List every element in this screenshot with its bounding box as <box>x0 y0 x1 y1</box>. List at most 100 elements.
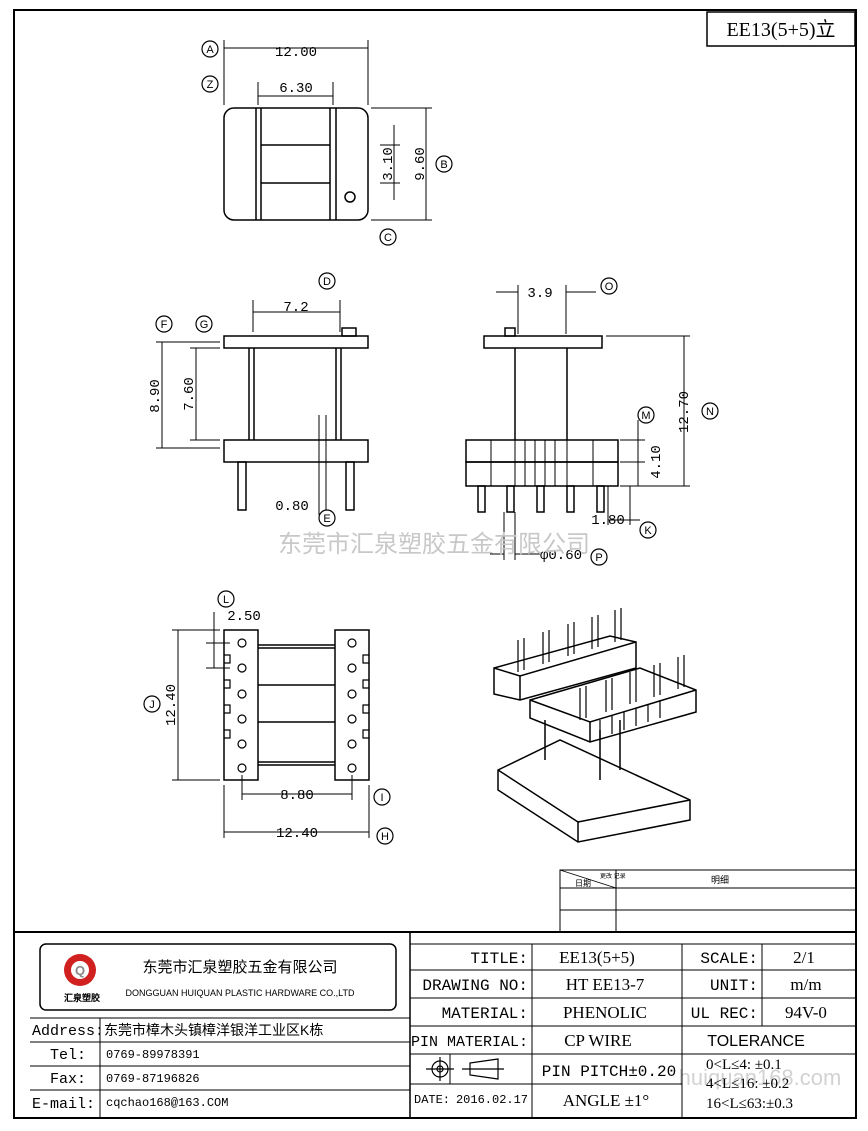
title-label: TITLE: <box>470 950 528 968</box>
drawing-no-value: HT EE13-7 <box>566 975 645 994</box>
logo-text: 汇泉塑胶 <box>64 992 100 1003</box>
dim-l: 2.50 <box>227 609 261 625</box>
marker-label-j: J <box>149 699 155 711</box>
dim-m: 4.10 <box>649 445 665 479</box>
ul-label: UL REC: <box>691 1005 758 1023</box>
dim-g: 7.60 <box>182 377 198 411</box>
unit-value: m/m <box>790 975 821 994</box>
tolerance-label: TOLERANCE <box>707 1033 805 1050</box>
angle: ANGLE ±1° <box>563 1091 649 1110</box>
marker-j <box>143 695 161 713</box>
fax-label: Fax: <box>50 1071 86 1088</box>
marker-label-c: C <box>384 232 392 244</box>
top-view <box>223 40 432 221</box>
material-value: PHENOLIC <box>563 1003 647 1022</box>
marker-b <box>435 155 453 173</box>
part-label: EE13(5+5)立 <box>726 18 835 41</box>
address-label: Address: <box>32 1023 104 1040</box>
dim-z: 6.30 <box>279 81 313 97</box>
dim-h: 12.40 <box>276 826 318 842</box>
scale-value: 2/1 <box>793 948 815 967</box>
company-logo: Q <box>64 954 96 986</box>
dim-e: 0.80 <box>275 499 309 515</box>
pin-material-label: PIN MATERIAL: <box>411 1034 528 1051</box>
sheet-border <box>13 9 857 1119</box>
dim-k: 1.80 <box>591 513 625 529</box>
marker-label-f: F <box>161 319 168 331</box>
dim-n: 12.70 <box>677 391 693 433</box>
dim-p: φ0.60 <box>540 548 582 564</box>
marker-label-z: Z <box>207 79 214 91</box>
marker-z <box>201 75 219 93</box>
company-name-en: DONGGUAN HUIQUAN PLASTIC HARDWARE CO.,LT… <box>125 988 355 998</box>
marker-a <box>201 40 219 58</box>
marker-n <box>701 402 719 420</box>
unit-label: UNIT: <box>710 977 758 995</box>
marker-label-m: M <box>641 410 650 422</box>
bottom-view <box>172 612 370 838</box>
isometric-view <box>493 608 697 843</box>
dim-i: 8.80 <box>280 788 314 804</box>
drawing-no-label: DRAWING NO: <box>422 977 528 995</box>
company-name-cn: 东莞市汇泉塑胶五金有限公司 <box>142 959 337 976</box>
title-block-lines <box>14 931 856 1118</box>
scale-label: SCALE: <box>700 950 758 968</box>
marker-f <box>155 315 173 333</box>
marker-label-n: N <box>706 406 714 418</box>
dim-f: 8.90 <box>148 379 164 413</box>
tolerance-3: 16<L≤63:±0.3 <box>706 1096 793 1112</box>
tel-label: Tel: <box>50 1047 86 1064</box>
tolerance-2: 4<L≤16: ±0.2 <box>706 1076 789 1092</box>
marker-label-i: I <box>380 792 383 804</box>
marker-m <box>637 406 655 424</box>
watermark: 东莞市汇泉塑胶五金有限公司 <box>278 531 590 558</box>
marker-label-a: A <box>206 44 214 56</box>
marker-d <box>318 272 336 290</box>
marker-p <box>590 548 608 566</box>
dim-a: 12.00 <box>275 45 317 61</box>
date-value: 2016.02.17 <box>456 1093 528 1107</box>
watermark-url: huiquan168.com <box>679 1065 842 1090</box>
marker-label-k: K <box>644 525 652 537</box>
marker-l <box>217 590 235 608</box>
marker-label-p: P <box>595 552 602 564</box>
marker-g <box>195 315 213 333</box>
projection-symbol <box>426 1057 504 1081</box>
pin-material-value: CP WIRE <box>564 1031 632 1050</box>
side-view <box>465 285 690 560</box>
marker-h <box>376 827 394 845</box>
tolerance-1: 0<L≤4: ±0.1 <box>706 1057 782 1073</box>
marker-label-o: O <box>605 281 614 293</box>
dim-o: 3.9 <box>527 286 552 302</box>
marker-i <box>373 788 391 806</box>
pin-pitch: PIN PITCH±0.20 <box>542 1063 676 1081</box>
title-value: EE13(5+5) <box>559 948 635 967</box>
tel-value: 0769-89978391 <box>106 1048 200 1062</box>
material-label: MATERIAL: <box>442 1005 528 1023</box>
email-label: E-mail: <box>32 1096 95 1113</box>
marker-o <box>600 277 618 295</box>
marker-k <box>639 521 657 539</box>
rev-date: 日期 <box>575 879 591 888</box>
dim-d: 7.2 <box>283 300 308 316</box>
svg-text:Q: Q <box>75 963 85 978</box>
marker-e <box>318 509 336 527</box>
rev-change: 更改 记录 <box>600 872 626 880</box>
markers: A Z B C D F G E O N M K P L J I H <box>143 40 719 845</box>
front-view <box>156 300 369 515</box>
date-label: DATE: <box>414 1093 450 1107</box>
address-value: 东莞市樟木头镇樟洋银洋工业区K栋 <box>104 1022 323 1038</box>
marker-label-e: E <box>323 513 330 525</box>
fax-value: 0769-87196826 <box>106 1072 200 1086</box>
dim-b2: 9.60 <box>413 147 429 181</box>
marker-label-b: B <box>440 159 447 171</box>
part-label-box <box>706 11 856 47</box>
marker-label-l: L <box>223 594 229 606</box>
marker-label-d: D <box>323 276 331 288</box>
marker-label-h: H <box>381 831 389 843</box>
ul-value: 94V-0 <box>785 1003 827 1022</box>
marker-c <box>379 228 397 246</box>
rev-detail: 明细 <box>711 874 729 885</box>
marker-label-g: G <box>200 319 209 331</box>
